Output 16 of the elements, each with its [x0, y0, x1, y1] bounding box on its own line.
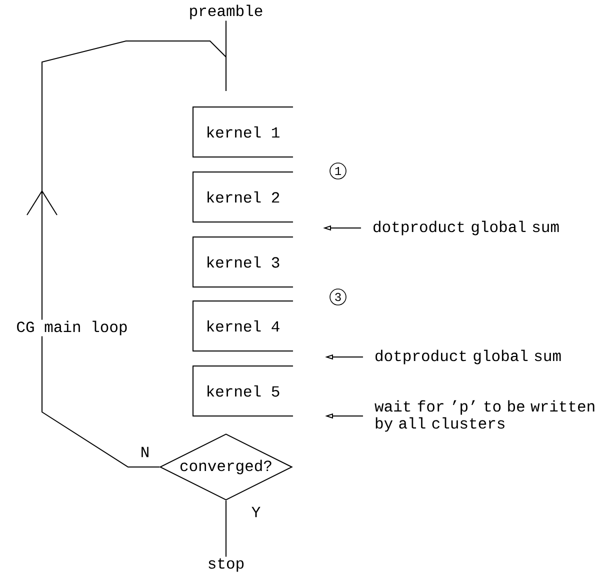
kernel-box: kernel 2 [192, 172, 294, 222]
kernel-box: kernel 1 [192, 106, 294, 158]
kernel-box: kernel 3 [192, 236, 294, 288]
edge-label: N [139, 446, 151, 458]
note-text: dotproduct global sum [376, 350, 561, 364]
terminal-text: preamble [190, 4, 262, 20]
note-text: dotproduct global sum [374, 220, 559, 236]
kernel-box: kernel 5 [192, 366, 294, 416]
loop-label: CG main loop [15, 320, 129, 336]
callout-number: 1 [330, 162, 346, 180]
terminal-text: stop [208, 558, 244, 572]
note-text: wait for ’p’ to be written by all clusters [374, 400, 594, 432]
kernel-box: kernel 4 [192, 300, 294, 352]
callout-number: 3 [330, 288, 346, 306]
edge-label: Y [250, 506, 262, 518]
connector-line [26, 40, 226, 468]
